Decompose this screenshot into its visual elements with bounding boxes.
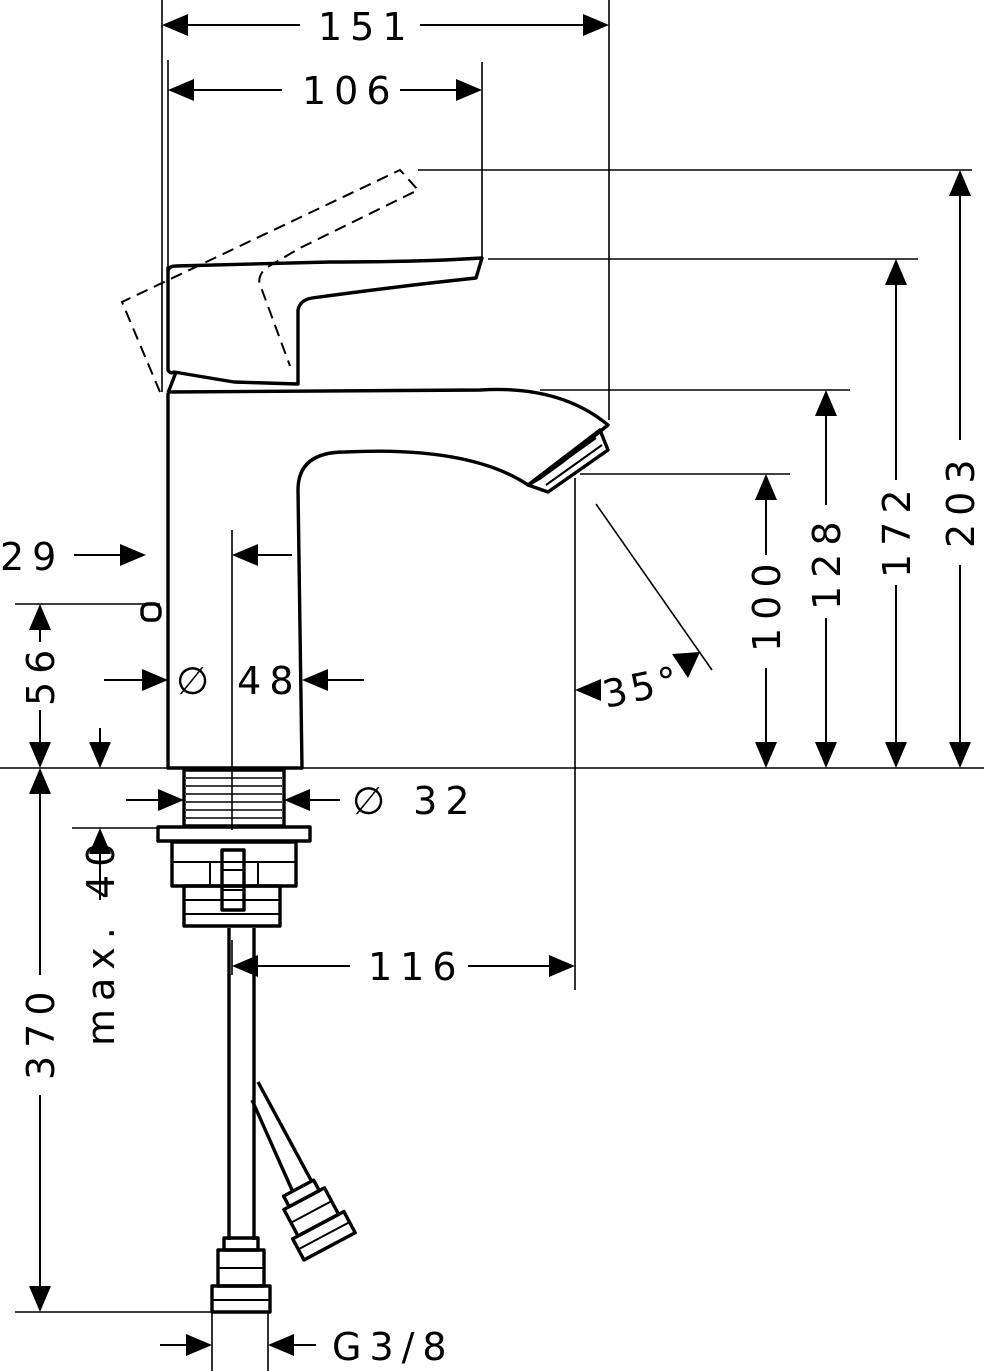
dim-151: 151 (318, 5, 415, 49)
dim-max-40: max. 40 (79, 835, 123, 1046)
dim-128: 128 (805, 513, 849, 610)
hoses (210, 928, 357, 1314)
handle-tilted-outline (120, 168, 420, 393)
dim-106: 106 (302, 69, 399, 113)
dim-diameter-48: ∅ 48 (176, 659, 302, 703)
dim-203: 203 (939, 451, 983, 548)
shank-assembly (156, 768, 312, 928)
dim-spray-angle: 35° (599, 657, 686, 717)
dim-370: 370 (19, 983, 63, 1080)
dim-diameter-32: ∅ 32 (352, 779, 478, 823)
faucet-body (140, 256, 610, 770)
dim-100: 100 (745, 555, 789, 652)
dim-56: 56 (19, 642, 63, 706)
dim-172: 172 (875, 481, 919, 578)
spray-angle-line (595, 503, 713, 671)
dim-116: 116 (368, 945, 465, 989)
dimension-lines (29, 14, 971, 1356)
dim-g3-8: G3/8 (332, 1325, 455, 1369)
dim-29: 29 (0, 535, 64, 579)
